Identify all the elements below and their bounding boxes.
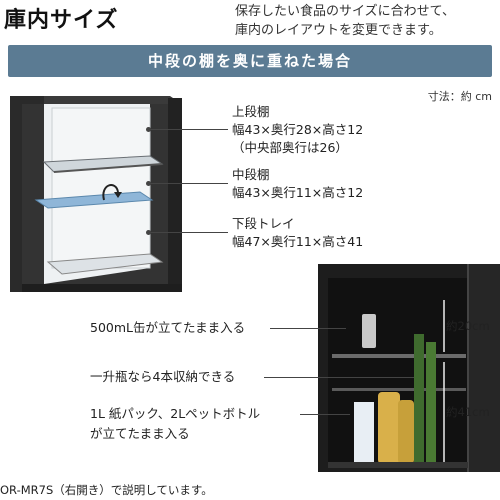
upper-shelf-front	[53, 163, 163, 173]
section-banner: 中段の棚を奥に重ねた場合	[8, 45, 492, 77]
carton-leader-line	[300, 414, 350, 415]
lower-tray	[46, 253, 164, 275]
callout-carton-line-1: 1L 紙パック、2Lペットボトル	[90, 406, 261, 421]
intro-line-1: 保存したい食品のサイズに合わせて、	[235, 4, 455, 19]
spec-upper-note: （中央部奥行は26）	[232, 140, 348, 155]
callout-carton-line-2: が立てたまま入る	[90, 426, 190, 441]
callout-can: 500mL缶が立てたまま入る	[90, 320, 246, 335]
cabinet-top	[10, 96, 182, 104]
lower-leader-dot	[146, 230, 151, 235]
spec-upper-dims: 幅43×奥行28×高さ12	[232, 122, 364, 137]
middle-shelf	[34, 191, 154, 209]
arrow-head-icon	[114, 192, 122, 198]
spec-upper: 上段棚 幅43×奥行28×高さ12 （中央部奥行は26）	[232, 103, 363, 157]
middle-leader-line	[148, 183, 228, 184]
pet-bottle-icon	[378, 392, 400, 464]
fridge-middle-shelf	[332, 388, 466, 391]
cabinet-right-side	[168, 98, 182, 292]
spec-middle: 中段棚 幅43×奥行11×高さ12	[232, 166, 363, 202]
cabinet-base	[22, 284, 182, 292]
spec-middle-name: 中段棚	[232, 167, 270, 182]
unit-note: 寸法：約 cm	[427, 90, 492, 103]
callout-carton: 1L 紙パック、2Lペットボトル が立てたまま入る	[90, 404, 260, 444]
bottle-icon	[414, 334, 424, 464]
lower-leader-line	[148, 232, 228, 233]
dimension-top: 約20cm	[446, 319, 490, 333]
can-icon	[362, 314, 376, 348]
milk-carton-icon	[354, 402, 374, 462]
dimension-bottom: 約41cm	[446, 405, 490, 419]
spec-upper-name: 上段棚	[232, 104, 270, 119]
fridge-photo	[318, 264, 500, 472]
spec-lower: 下段トレイ 幅47×奥行11×高さ41	[232, 215, 363, 251]
callout-bottle: 一升瓶なら4本収納できる	[90, 369, 236, 384]
upper-leader-dot	[146, 127, 151, 132]
fridge-upper-shelf	[332, 354, 466, 358]
fridge-floor	[328, 462, 468, 468]
upper-leader-line	[148, 129, 228, 130]
move-arrow-icon	[102, 184, 119, 201]
middle-leader-dot	[146, 181, 151, 186]
bottle-leader-line	[264, 377, 414, 378]
spec-lower-dims: 幅47×奥行11×高さ41	[232, 234, 364, 249]
footnote: OR-MR7S（右開き）で説明しています。	[0, 483, 213, 497]
cabinet-back-wall	[51, 107, 151, 269]
bottle-icon-2	[426, 342, 436, 464]
intro-text: 保存したい食品のサイズに合わせて、 庫内のレイアウトを変更できます。	[235, 2, 455, 40]
spec-lower-name: 下段トレイ	[232, 216, 295, 231]
fridge-door-edge	[468, 264, 500, 472]
page-title: 庫内サイズ	[4, 8, 119, 33]
cabinet-diagram	[10, 96, 182, 292]
spec-middle-dims: 幅43×奥行11×高さ12	[232, 185, 364, 200]
intro-line-2: 庫内のレイアウトを変更できます。	[235, 23, 442, 38]
can-leader-line	[270, 328, 346, 329]
pet-bottle-icon-2	[398, 400, 414, 464]
